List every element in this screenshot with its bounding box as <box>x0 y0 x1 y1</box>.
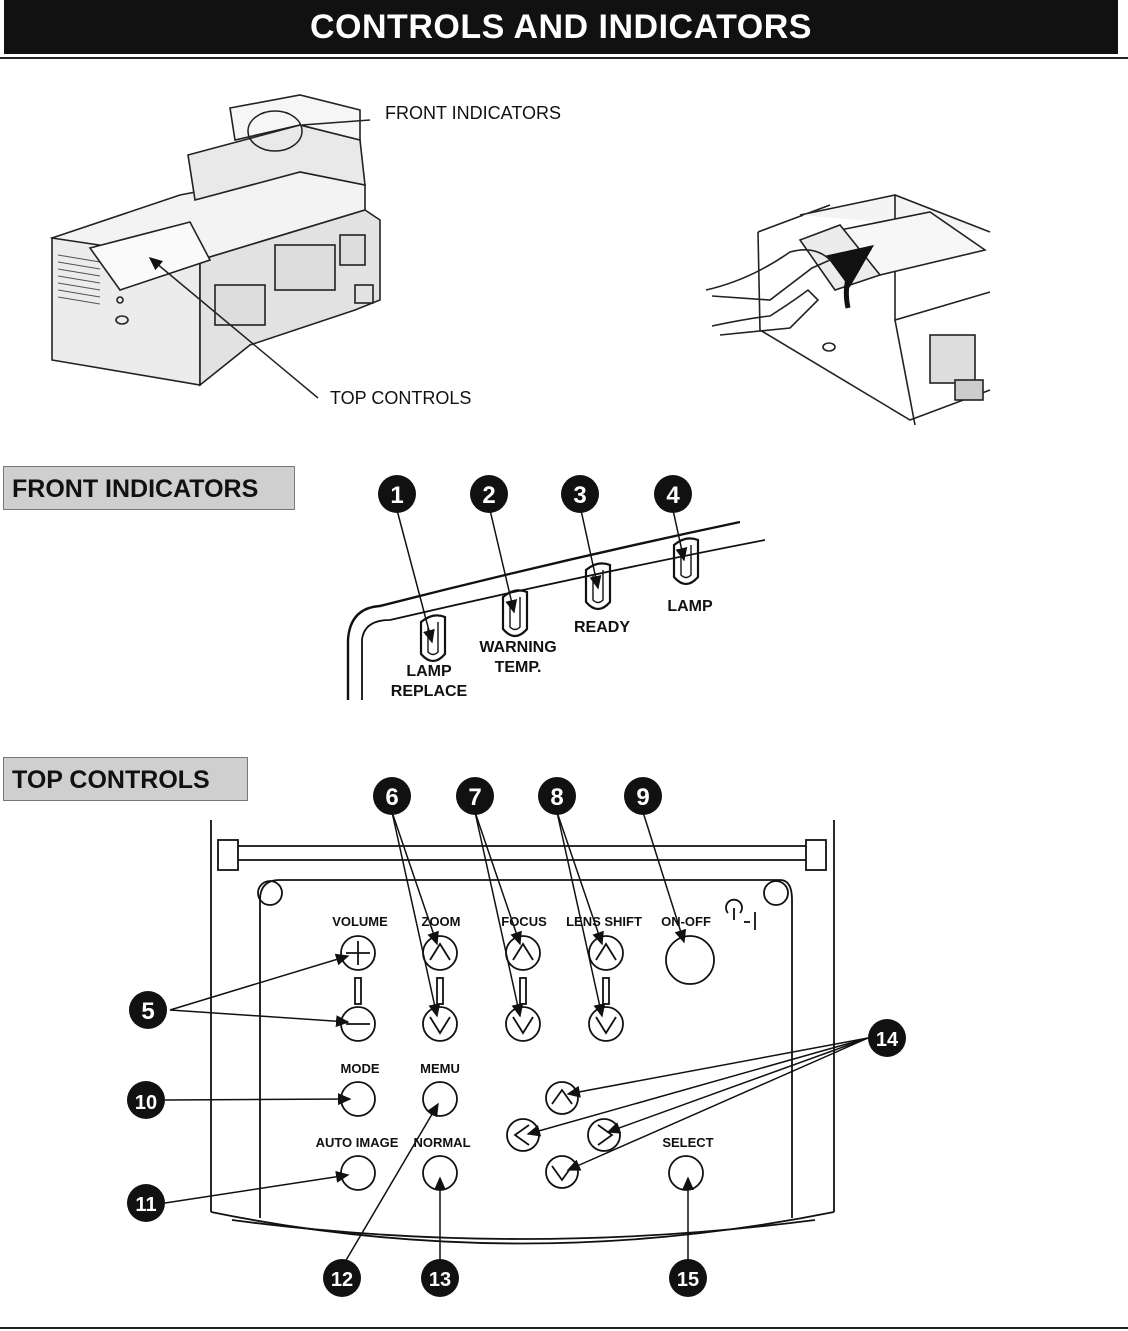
callout-10: 10 <box>135 1092 157 1114</box>
select-label: SELECT <box>662 1135 713 1150</box>
ready-label: READY <box>574 619 630 636</box>
page-title-bar: CONTROLS AND INDICATORS <box>4 0 1118 54</box>
front-indicators-diagram <box>346 509 766 700</box>
panel-buttons <box>340 935 715 1191</box>
lamp-replace-label-1: LAMP <box>406 663 452 680</box>
overview-top-controls-label: TOP CONTROLS <box>330 388 471 408</box>
top-control-leaders <box>164 811 869 1263</box>
warning-label-2: TEMP. <box>495 659 542 676</box>
callout-2: 2 <box>482 482 495 509</box>
focus-label: FOCUS <box>501 914 547 929</box>
auto-image-label: AUTO IMAGE <box>316 1135 399 1150</box>
warning-label-1: WARNING <box>479 639 556 656</box>
callout-9: 9 <box>636 784 649 811</box>
callout-15: 15 <box>677 1269 699 1291</box>
projector-illustration <box>49 94 381 387</box>
bottom-rule <box>0 1327 1128 1329</box>
callout-11: 11 <box>135 1194 156 1216</box>
top-control-callouts: 5 6 7 8 9 10 11 12 13 14 15 <box>127 777 906 1297</box>
front-indicators-heading: FRONT INDICATORS <box>3 466 295 510</box>
mode-label: MODE <box>341 1061 380 1076</box>
top-rule <box>0 57 1128 59</box>
power-icon <box>725 898 756 930</box>
front-indicators-circle <box>247 110 303 152</box>
normal-label: NORMAL <box>413 1135 470 1150</box>
menu-label: MEMU <box>420 1061 460 1076</box>
callout-14: 14 <box>876 1029 899 1051</box>
callout-12: 12 <box>331 1269 353 1291</box>
callout-5: 5 <box>141 998 154 1025</box>
callout-8: 8 <box>550 784 563 811</box>
callout-7: 7 <box>468 784 481 811</box>
overview-front-indicators-label: FRONT INDICATORS <box>385 103 561 123</box>
volume-label: VOLUME <box>332 914 388 929</box>
front-indicator-callouts: 1 2 3 4 <box>378 475 692 513</box>
lamp-replace-label-2: REPLACE <box>391 683 468 700</box>
on-off-label: ON-OFF <box>661 914 711 929</box>
callout-1: 1 <box>390 482 403 509</box>
callout-6: 6 <box>385 784 398 811</box>
top-controls-panel <box>210 820 835 1245</box>
top-controls-heading: TOP CONTROLS <box>3 757 248 801</box>
callout-13: 13 <box>429 1269 451 1291</box>
lamp-label: LAMP <box>667 598 713 615</box>
lid-opening-illustration <box>705 194 991 426</box>
lens-shift-label: LENS SHIFT <box>566 914 642 929</box>
callout-4: 4 <box>666 482 680 509</box>
callout-3: 3 <box>573 482 586 509</box>
page-title: CONTROLS AND INDICATORS <box>310 8 812 46</box>
